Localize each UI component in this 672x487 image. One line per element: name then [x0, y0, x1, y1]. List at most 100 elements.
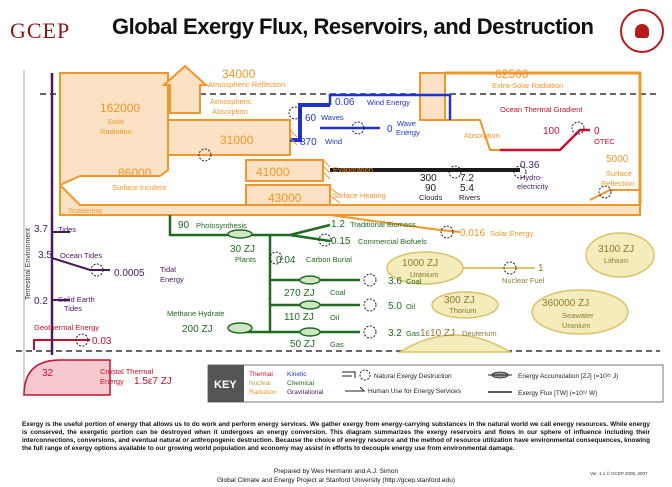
label-ocean-tides-text: Ocean Tides — [60, 251, 102, 260]
methane-hydrate-reservoir — [227, 322, 253, 334]
label-photosynthesis: 90 — [178, 220, 190, 231]
label-evaporation-text: Evaporation — [333, 165, 373, 174]
label-surface-incident: 86000 — [118, 166, 152, 180]
destruction-circle-nuclear-icon — [503, 261, 517, 275]
seawater-uranium-reservoir — [531, 289, 629, 335]
label-plants: 30 ZJ — [230, 244, 255, 255]
label-methane-text: Methane Hydrate — [167, 309, 225, 318]
page-title: Global Exergy Flux, Reservoirs, and Dest… — [112, 14, 594, 39]
label-thorium: 300 ZJ — [444, 295, 475, 306]
evaporation-band — [245, 159, 324, 182]
label-gas-reservoir: 50 ZJ — [290, 339, 315, 350]
credits-line-2: Global Climate and Energy Project at Sta… — [216, 476, 456, 484]
geothermal-flow — [33, 339, 90, 350]
label-clouds-b: 90 — [425, 183, 437, 194]
hatch-1 — [322, 159, 331, 168]
label-hydro-text-1: Hydro- — [520, 173, 543, 182]
destruction-circle-coal-icon — [363, 273, 377, 287]
destruction-circle-oil-icon — [363, 298, 377, 312]
legend-human-use-icon — [342, 371, 356, 378]
label-wind: 870 — [300, 137, 317, 148]
label-atmospheric: Atmospheric — [210, 97, 252, 106]
destruction-circle-hydro-icon — [513, 165, 527, 179]
legend-destruction: Natural Exergy Destruction — [374, 373, 452, 380]
legend-title: KEY — [214, 379, 237, 391]
plants-reservoir — [227, 229, 253, 239]
label-wind-energy-text: Wind Energy — [367, 98, 410, 107]
label-surface-reflection: 5000 — [606, 154, 629, 165]
destruction-circle-solar-icon — [440, 225, 454, 239]
label-thorium-text: Thorium — [449, 306, 477, 315]
label-evaporation: 41000 — [256, 165, 290, 179]
credits: Prepared by Wes Hermann and A.J. Simon G… — [150, 468, 522, 485]
label-solid-earth-1: Solid Earth — [58, 295, 95, 304]
label-clouds-a: 300 — [420, 173, 437, 184]
label-radiation: Radiation — [100, 127, 132, 136]
wind-energy-flow — [328, 93, 452, 120]
version: Ver. 1.1 © GCEP 2005, 2007 — [590, 471, 648, 476]
label-solar-energy: 0.016 — [460, 228, 485, 239]
label-surface-reflection-1: Surface — [606, 169, 632, 178]
destruction-circle-biomass-icon — [269, 251, 283, 265]
label-coal-use: 3.6 — [388, 276, 402, 287]
label-crustal-2: Energy — [100, 377, 124, 386]
surface-reflection-flow — [589, 189, 640, 201]
label-otec: OTEC — [594, 137, 615, 146]
label-carbon-burial-text: Carbon Burial — [306, 255, 352, 264]
legend-title-box — [208, 365, 244, 402]
label-ocean-tides: 3.5 — [38, 250, 52, 261]
label-hydro: 0.36 — [520, 160, 540, 171]
hatch-3 — [322, 171, 331, 180]
coal-reservoir — [299, 275, 321, 285]
destruction-circle-evap-icon — [448, 165, 462, 179]
deuterium-reservoir — [397, 334, 513, 353]
hatch-7 — [289, 137, 298, 146]
side-label: Terrestrial Environment — [25, 228, 32, 300]
label-tidal-text-2: Energy — [160, 275, 184, 284]
label-rivers-b: 5.4 — [460, 183, 474, 194]
label-oil-reservoir: 110 ZJ — [284, 312, 314, 323]
label-oil-use: 5.0 — [388, 301, 402, 312]
label-extra-solar: 62500 — [495, 67, 529, 81]
label-waves: 60 — [305, 113, 317, 124]
label-wind-energy: 0.06 — [335, 97, 355, 108]
label-solid-earth-2: Tides — [64, 304, 82, 313]
header: GCEP Global Exergy Flux, Reservoirs, and… — [0, 4, 672, 53]
hatch-marks — [289, 129, 341, 204]
label-surface-reflection-2: Reflection — [601, 179, 634, 188]
label-surface-heating-text: Surface Heating — [332, 191, 386, 200]
scattering-band — [59, 182, 641, 216]
solar-radiation-flows — [59, 64, 641, 216]
label-wave-energy: 0 — [387, 124, 393, 135]
label-geothermal: 0.03 — [92, 336, 112, 347]
label-solar: Solar — [107, 117, 125, 126]
credits-line-1: Prepared by Wes Hermann and A.J. Simon — [273, 468, 399, 475]
label-ocean-thermal: Ocean Thermal Gradient — [500, 105, 583, 114]
label-wave-text-1: Wave — [397, 119, 416, 128]
label-deuterium: 1ε10 ZJ — [420, 328, 455, 339]
label-atm-reflection-text: Atmospheric Reflection — [208, 80, 285, 89]
label-atm-reflection: 34000 — [222, 67, 256, 81]
ocean-thermal-flow — [500, 128, 590, 152]
label-coal-use-text: Coal — [406, 277, 422, 286]
label-gas-reservoir-text: Gas — [330, 340, 344, 349]
thorium-reservoir — [431, 291, 499, 319]
label-oil-use-text: Oil — [406, 302, 416, 311]
label-crustal: 32 — [42, 368, 54, 379]
label-surface-incident-text: Surface Incident — [112, 183, 167, 192]
hatch-6 — [289, 129, 298, 138]
label-rivers-a: 7.2 — [460, 173, 474, 184]
lithium-reservoir — [585, 232, 655, 278]
legend-accumulation: Energy Accumulation [ZJ] (=10²¹ J) — [518, 373, 618, 380]
label-seawater-uranium: 360000 ZJ — [542, 298, 589, 309]
destruction-markers — [75, 106, 612, 347]
legend-destruction-icon — [359, 369, 371, 381]
label-lithium: 3100 ZJ — [598, 244, 634, 255]
legend-box — [207, 364, 664, 403]
label-trad-biomass-text: Traditional Biomass — [350, 220, 416, 229]
label-tidal-text-1: Tidal — [160, 265, 176, 274]
destruction-circle-reflection-icon — [598, 185, 612, 199]
extra-solar-band — [419, 72, 446, 121]
label-otec-out: 0 — [594, 126, 600, 137]
